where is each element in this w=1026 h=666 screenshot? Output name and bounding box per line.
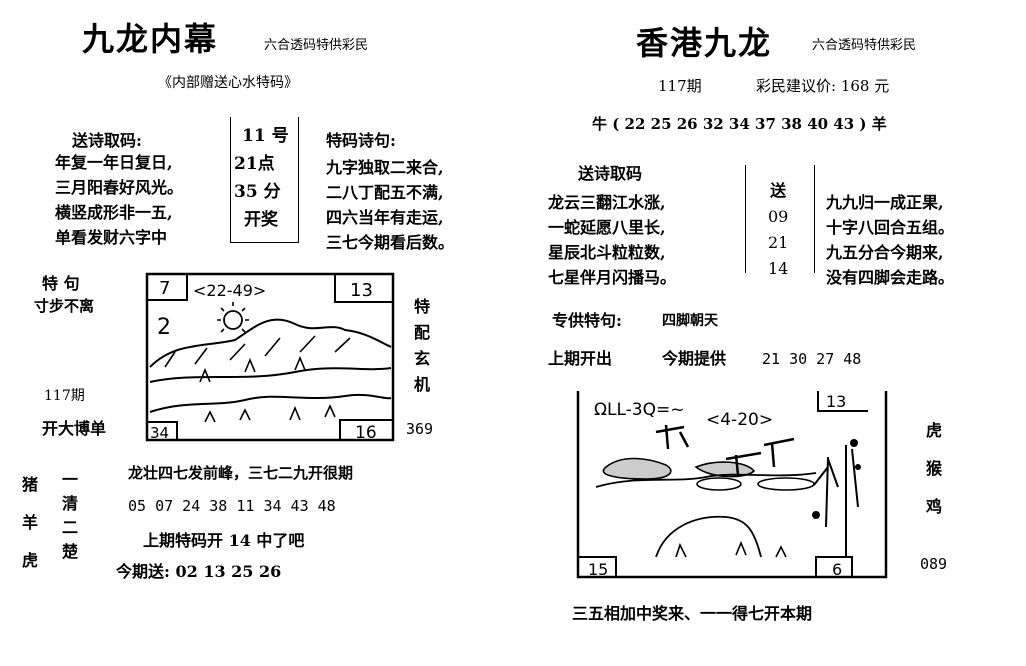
left-poem-line: 横竖成形非一五, xyxy=(55,203,173,222)
left-issue: 117期 xyxy=(44,388,85,404)
right-title: 香港九龙 xyxy=(636,24,773,62)
yiqing-char: 楚 xyxy=(61,542,78,561)
right-special-poem: 九九归一成正果, 十字八回合五组。 九五分合今期来, 没有四脚会走路。 xyxy=(826,190,954,290)
right-subtitle: 六合透码特供彩民 xyxy=(812,38,917,53)
left-pic-top-right: 13 xyxy=(350,280,373,301)
right-issue: 117期 xyxy=(658,77,702,95)
side-char: 机 xyxy=(413,375,430,394)
right-sketch: ΩLL-3Q=~ <4-20> 13 15 6 xyxy=(576,391,888,579)
zodiac-char: 虎 xyxy=(21,551,38,570)
right-poem-line: 龙云三翻江水涨, xyxy=(548,193,666,212)
song-box xyxy=(745,165,815,273)
left-subtitle: 六合透码特供彩民 xyxy=(264,38,369,53)
right-zodiac-col: 虎 猴 鸡 xyxy=(924,412,944,526)
right-pic-bottom-left: 15 xyxy=(588,560,608,579)
dragon-line: 龙壮四七发前峰，三七二九开很期 xyxy=(128,464,354,482)
right-special-line: 没有四脚会走路。 xyxy=(826,268,955,287)
right-price: 彩民建议价: 168 元 xyxy=(756,77,890,95)
left-special-heading: 特码诗句: xyxy=(326,131,396,150)
draw-label: 开奖 xyxy=(244,210,278,230)
right-pic-top-right: 13 xyxy=(826,392,846,411)
offer-numbers: 21 30 27 48 xyxy=(762,350,862,368)
right-pic-bracket: <4-20> xyxy=(706,410,773,430)
left-special-line: 九字独取二来合, xyxy=(326,158,444,177)
today-line: 今期送: 02 13 25 26 xyxy=(116,562,282,581)
yiqing-char: 一 xyxy=(61,470,78,489)
side-char: 玄 xyxy=(413,349,430,368)
song-item: 14 xyxy=(768,259,789,278)
yiqing-col: 一 清 二 楚 xyxy=(60,468,80,564)
left-pic-bracket: <22-49> xyxy=(193,281,266,300)
right-side-number: 089 xyxy=(920,555,948,573)
song-item: 09 xyxy=(768,207,789,226)
kaida-text: 开大博单 xyxy=(42,419,107,438)
right-poem-heading: 送诗取码 xyxy=(578,164,643,183)
left-special-line: 四六当年有走运, xyxy=(326,208,444,227)
left-poem-line: 单看发财六字中 xyxy=(55,228,168,247)
left-pic-top-left: 7 xyxy=(159,278,170,299)
right-poem-line: 星辰北斗粒粒数, xyxy=(548,243,666,262)
draw-day: 11 号 xyxy=(242,126,289,146)
right-special-line: 十字八回合五组。 xyxy=(826,218,955,237)
left-special-line: 三七今期看后数。 xyxy=(326,233,455,252)
left-poem-heading: 送诗取码: xyxy=(72,131,142,150)
draw-hour: 21点 xyxy=(234,154,275,174)
side-char: 配 xyxy=(413,323,430,342)
left-zodiac-col: 猪 羊 虎 xyxy=(20,466,40,580)
zhuangong-text: 四脚朝天 xyxy=(662,313,718,329)
yiqing-char: 二 xyxy=(61,518,78,537)
side-char: 特 xyxy=(413,297,430,316)
left-poem-line: 年复一年日复日, xyxy=(55,153,173,172)
tejv-text: 寸步不离 xyxy=(34,297,95,315)
song-col: 送 09 21 14 xyxy=(768,178,789,278)
today-offer-label: 今期提供 xyxy=(662,349,727,368)
left-sketch: 7 <22-49> 13 2 34 16 xyxy=(145,272,395,443)
left-special-poem: 九字独取二来合, 二八丁配五不满, 四六当年有走运, 三七今期看后数。 xyxy=(326,155,454,255)
right-poem: 龙云三翻江水涨, 一蛇延愿八里长, 星辰北斗粒粒数, 七星伴月闪播马。 xyxy=(548,190,676,290)
side-vertical: 特 配 玄 机 xyxy=(412,294,432,398)
left-pic-mid: 2 xyxy=(157,315,171,340)
yiqing-char: 清 xyxy=(61,494,78,513)
left-numbers: 05 07 24 38 11 34 43 48 xyxy=(128,497,336,515)
right-poem-line: 一蛇延愿八里长, xyxy=(548,218,666,237)
zodiac-char: 虎 xyxy=(925,421,942,440)
left-pic-bottom-left: 34 xyxy=(150,424,169,442)
left-poem: 年复一年日复日, 三月阳春好风光。 横竖成形非一五, 单看发财六字中 xyxy=(55,150,183,250)
zhuangong-label: 专供特句: xyxy=(552,311,622,330)
right-special-line: 九五分合今期来, xyxy=(826,243,944,262)
right-pic-bottom-right: 6 xyxy=(832,560,842,579)
left-pic-bottom-right: 16 xyxy=(355,423,377,443)
left-poem-line: 三月阳春好风光。 xyxy=(55,178,184,197)
tejv-label: 特 句 xyxy=(42,274,80,293)
right-pic-top-left: ΩLL-3Q=~ xyxy=(594,400,684,420)
ox-row: 牛 ( 22 25 26 32 34 37 38 40 43 ) 羊 xyxy=(592,115,887,133)
left-tagline: 《内部赠送心水特码》 xyxy=(158,75,298,91)
last-line: 上期特码开 14 中了吧 xyxy=(143,531,305,550)
draw-minute: 35 分 xyxy=(234,182,281,202)
zodiac-char: 猴 xyxy=(925,459,942,478)
right-special-line: 九九归一成正果, xyxy=(826,193,944,212)
zodiac-char: 羊 xyxy=(21,513,38,532)
left-title: 九龙内幕 xyxy=(82,20,219,58)
right-footer: 三五相加中奖来、一一得七开本期 xyxy=(572,604,813,623)
draw-time: 11 号 21点 35 分 开奖 xyxy=(234,122,289,234)
draw-time-box xyxy=(230,117,299,243)
song-item: 21 xyxy=(768,233,789,252)
right-poem-line: 七星伴月闪播马。 xyxy=(548,268,677,287)
zodiac-char: 猪 xyxy=(21,475,38,494)
song-item: 送 xyxy=(770,181,787,200)
last-open-label: 上期开出 xyxy=(548,349,613,368)
zodiac-char: 鸡 xyxy=(925,497,942,516)
left-special-line: 二八丁配五不满, xyxy=(326,183,444,202)
left-side-number: 369 xyxy=(406,420,434,438)
